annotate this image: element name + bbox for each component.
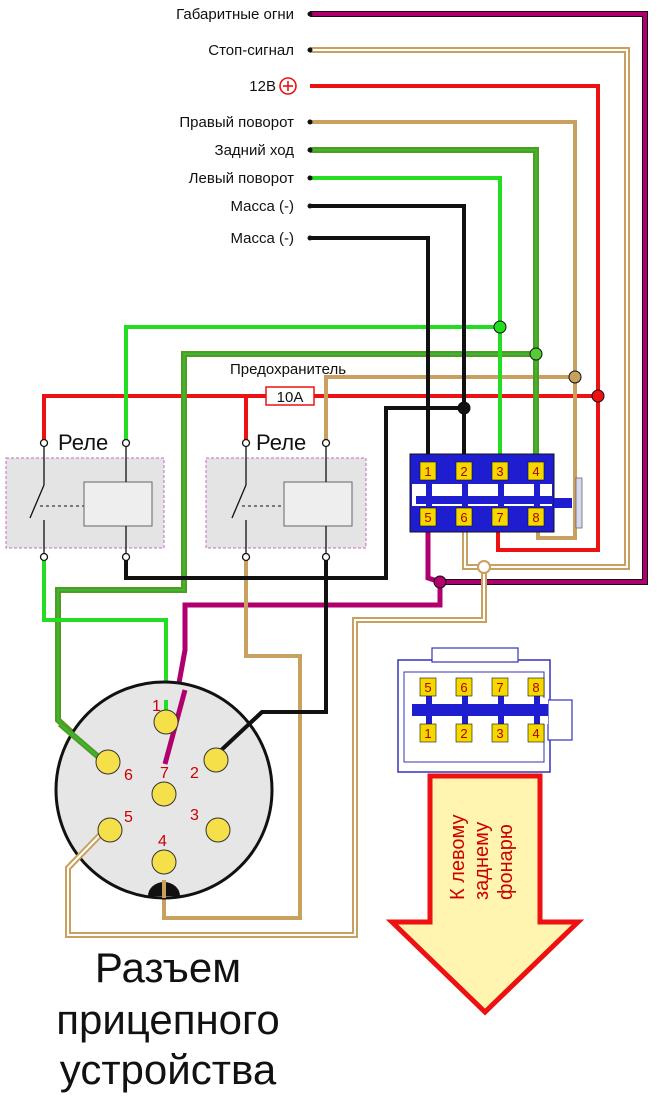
label-right-turn: Правый поворот [179,114,294,131]
relay-2-label: Реле [256,430,306,455]
small-pin-4: 4 [532,726,539,741]
label-ground-2: Масса (-) [230,230,294,247]
down-arrow-icon: К левому заднему фонарю [385,773,585,1016]
small-pin-8: 8 [532,680,539,695]
fuse-rating: 10А [277,389,304,406]
wire-end-dots [307,11,313,241]
socket-title-line-2: прицепного [56,996,280,1043]
plus-icon [279,77,297,95]
socket-pin-1-label: 1 [152,698,161,715]
socket-pin-6-label: 6 [124,767,133,784]
small-pin-5: 5 [424,680,431,695]
socket-title: Разъем прицепного устройства [56,944,280,1093]
pin-3: 3 [496,464,503,479]
small-pin-7: 7 [496,680,503,695]
arrow-line-2: заднему [471,822,493,900]
relay-1: Реле [5,430,165,562]
pin-4: 4 [532,464,539,479]
arrow-line-1: К левому [447,815,469,901]
wire-parking-lights [162,11,648,761]
label-reverse: Задний ход [215,142,295,159]
label-left-turn: Левый поворот [189,170,294,187]
trailer-socket: 1 2 3 4 5 6 7 [54,680,274,900]
socket-pin-4-label: 4 [158,833,167,850]
pin-6: 6 [460,510,467,525]
arrow-line-3: фонарю [495,824,517,900]
socket-pin-2-label: 2 [190,765,199,782]
fuse: Предохранитель 10А [230,361,346,406]
pin-7: 7 [496,510,503,525]
connector-main: 1 2 3 4 5 6 7 8 [409,453,583,533]
socket-title-line-1: Разъем [95,944,241,991]
junction-dots [433,320,605,589]
small-pin-2: 2 [460,726,467,741]
pin-1: 1 [424,464,431,479]
wire-left-turn [42,176,502,712]
relay-1-label: Реле [58,430,108,455]
label-brake: Стоп-сигнал [208,42,294,59]
socket-pin-5-label: 5 [124,809,133,826]
fuse-title: Предохранитель [230,361,346,378]
pin-5: 5 [424,510,431,525]
connector-small-pins: 5 6 7 8 1 2 3 4 [419,677,545,743]
socket-pins [95,709,231,875]
label-parking-lights: Габаритные огни [176,6,294,23]
small-pin-6: 6 [460,680,467,695]
label-ground-1: Масса (-) [230,198,294,215]
label-12v: 12В [249,78,276,95]
wire-labels: Габаритные огни Стоп-сигнал 12В Правый п… [176,6,297,247]
relay-2: Реле [205,430,367,562]
socket-title-line-3: устройства [60,1046,277,1093]
pin-8: 8 [532,510,539,525]
connector-main-pins: 1 2 3 4 5 6 7 8 [419,461,545,527]
pin-2: 2 [460,464,467,479]
socket-pin-7-label: 7 [160,765,169,782]
wire-12v [42,84,600,552]
wire-ground-1 [124,204,466,580]
small-pin-1: 1 [424,726,431,741]
socket-pin-3-label: 3 [190,807,199,824]
connector-small: 5 6 7 8 1 2 3 4 [397,647,573,773]
small-pin-3: 3 [496,726,503,741]
